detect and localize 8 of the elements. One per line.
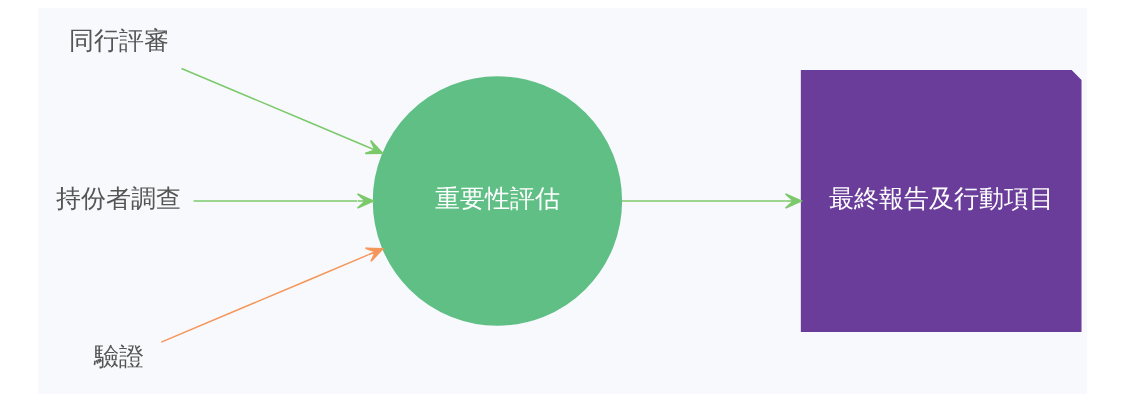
node-text: 驗證 [93, 342, 144, 372]
arrow [160, 247, 384, 343]
node-circle: 重要性評估 [372, 76, 623, 326]
node-text: 持份者調查 [56, 183, 182, 213]
arrow [180, 67, 384, 155]
node-text: 同行評審 [68, 25, 169, 55]
arrow [192, 193, 374, 209]
arrow [620, 193, 803, 209]
